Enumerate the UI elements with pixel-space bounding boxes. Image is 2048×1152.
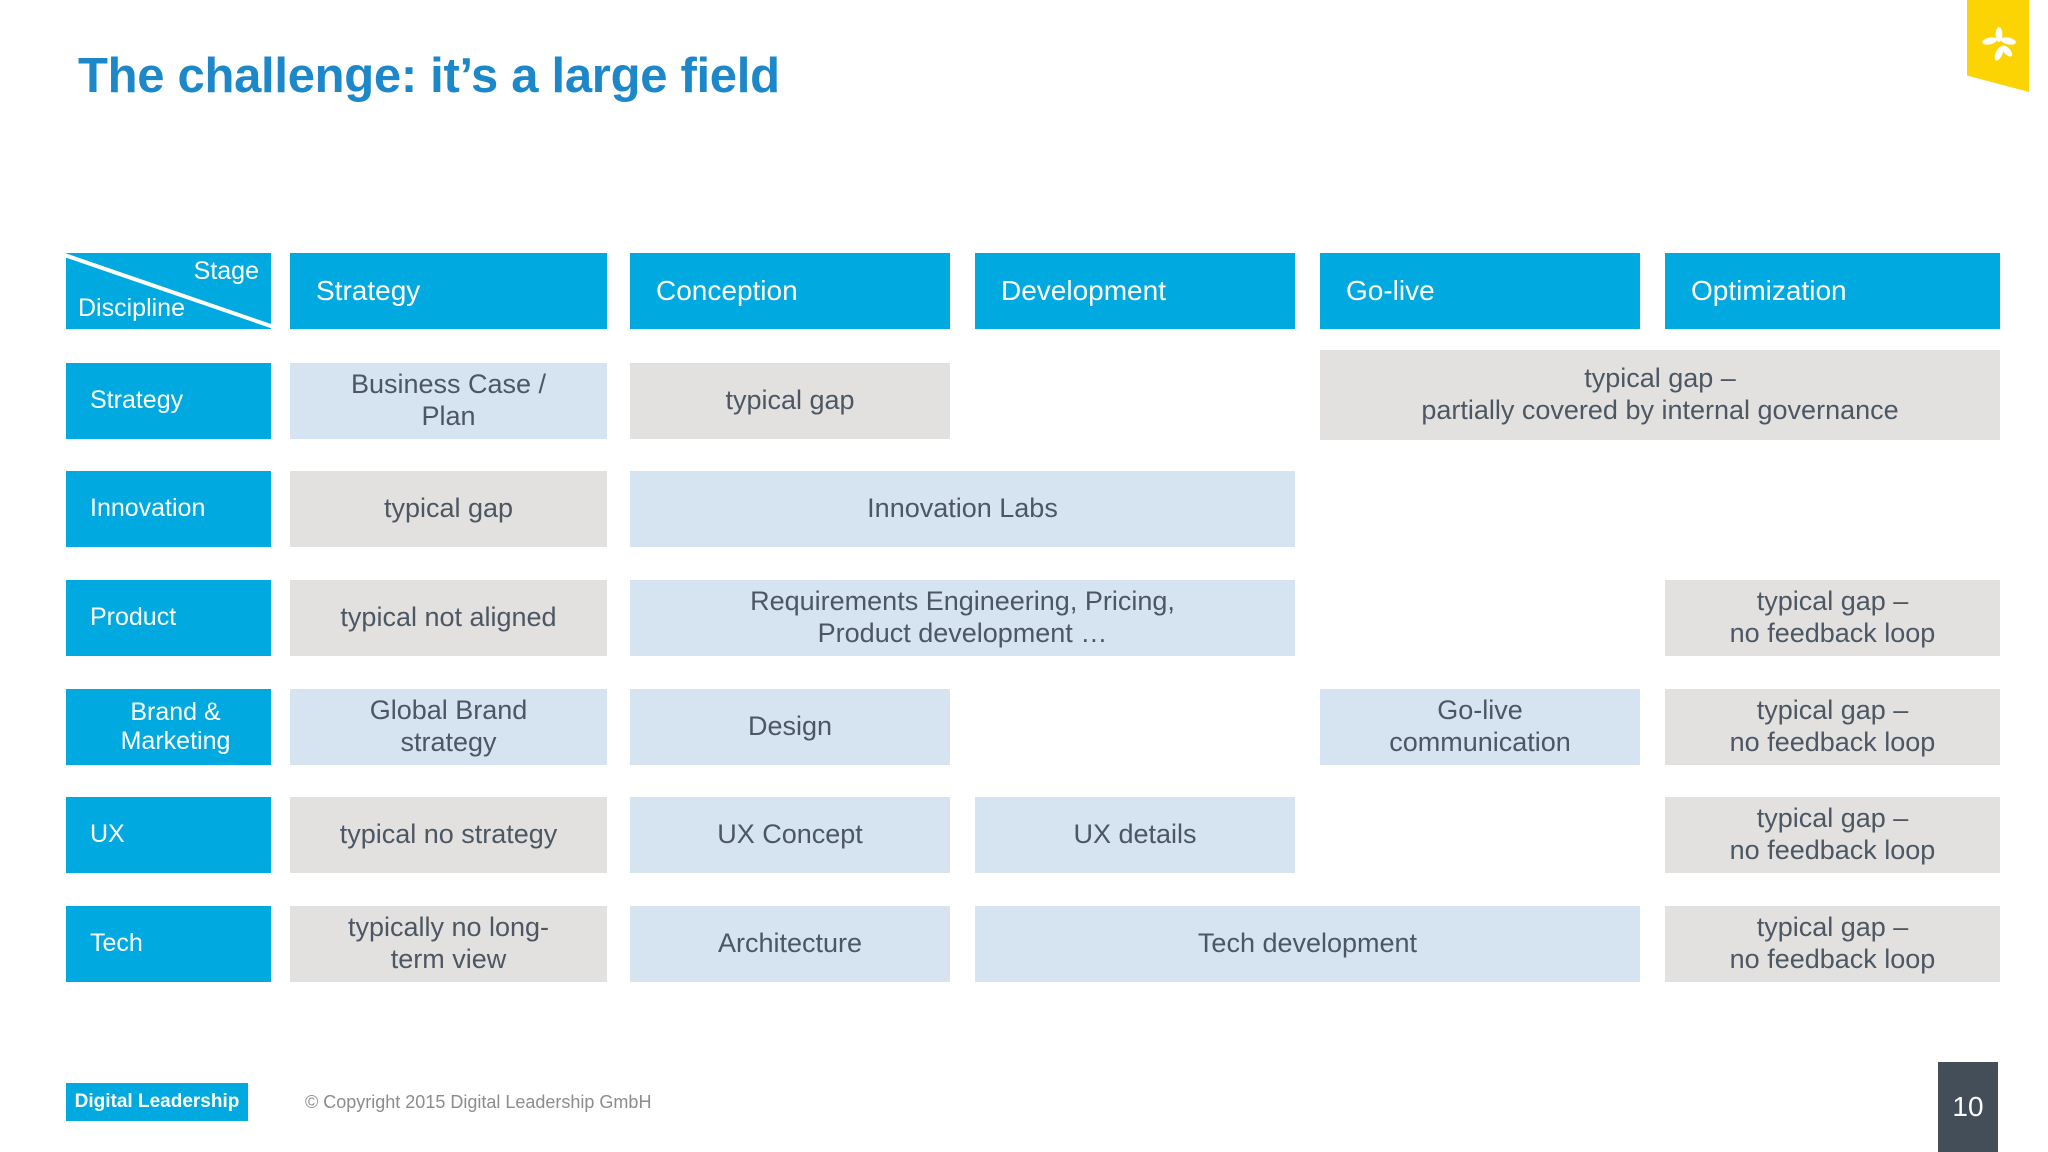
asterisk-flower-icon — [1982, 27, 2016, 61]
footer-copyright: © Copyright 2015 Digital Leadership GmbH — [305, 1092, 652, 1112]
stage-header-go-live[interactable]: Go-live — [1320, 253, 1640, 329]
stage-header-optimization[interactable]: Optimization — [1665, 253, 2000, 329]
discipline-header-tech[interactable]: Tech — [66, 906, 271, 982]
footer-brand-badge: Digital Leadership — [66, 1083, 248, 1121]
corner-discipline-label: Discipline — [78, 294, 185, 322]
stage-header-strategy[interactable]: Strategy — [290, 253, 607, 329]
matrix-cell-brand-conception[interactable]: Design — [630, 689, 950, 765]
matrix-cell-strategy-strategy[interactable]: Business Case / Plan — [290, 363, 607, 439]
brand-ribbon — [1967, 0, 2029, 92]
stage-header-conception[interactable]: Conception — [630, 253, 950, 329]
matrix-cell-ux-strategy[interactable]: typical no strategy — [290, 797, 607, 873]
matrix-cell-ux-conception[interactable]: UX Concept — [630, 797, 950, 873]
matrix-cell-ux-development[interactable]: UX details — [975, 797, 1295, 873]
discipline-header-product[interactable]: Product — [66, 580, 271, 656]
discipline-header-strategy[interactable]: Strategy — [66, 363, 271, 439]
matrix-cell-ux-optimization[interactable]: typical gap – no feedback loop — [1665, 797, 2000, 873]
matrix-cell-innovation-conception-development[interactable]: Innovation Labs — [630, 471, 1295, 547]
matrix-cell-product-optimization[interactable]: typical gap – no feedback loop — [1665, 580, 2000, 656]
matrix-cell-innovation-strategy[interactable]: typical gap — [290, 471, 607, 547]
matrix-cell-brand-strategy[interactable]: Global Brand strategy — [290, 689, 607, 765]
matrix-cell-brand-golive[interactable]: Go-live communication — [1320, 689, 1640, 765]
matrix-cell-product-conception-development[interactable]: Requirements Engineering, Pricing, Produ… — [630, 580, 1295, 656]
discipline-header-innovation[interactable]: Innovation — [66, 471, 271, 547]
matrix-cell-tech-optimization[interactable]: typical gap – no feedback loop — [1665, 906, 2000, 982]
matrix-cell-tech-strategy[interactable]: typically no long- term view — [290, 906, 607, 982]
page-title: The challenge: it’s a large field — [78, 49, 780, 103]
matrix-cell-tech-conception[interactable]: Architecture — [630, 906, 950, 982]
matrix-cell-brand-optimization[interactable]: typical gap – no feedback loop — [1665, 689, 2000, 765]
page-number-badge: 10 — [1938, 1062, 1998, 1152]
matrix-corner-header: Stage Discipline — [66, 253, 271, 329]
matrix-cell-strategy-conception[interactable]: typical gap — [630, 363, 950, 439]
matrix-cell-tech-development-golive[interactable]: Tech development — [975, 906, 1640, 982]
stage-header-development[interactable]: Development — [975, 253, 1295, 329]
discipline-header-ux[interactable]: UX — [66, 797, 271, 873]
corner-stage-label: Stage — [193, 257, 259, 285]
matrix-cell-strategy-golive-optimization[interactable]: typical gap – partially covered by inter… — [1320, 350, 2000, 440]
matrix-cell-product-strategy[interactable]: typical not aligned — [290, 580, 607, 656]
discipline-header-brand-marketing[interactable]: Brand & Marketing — [66, 689, 271, 765]
